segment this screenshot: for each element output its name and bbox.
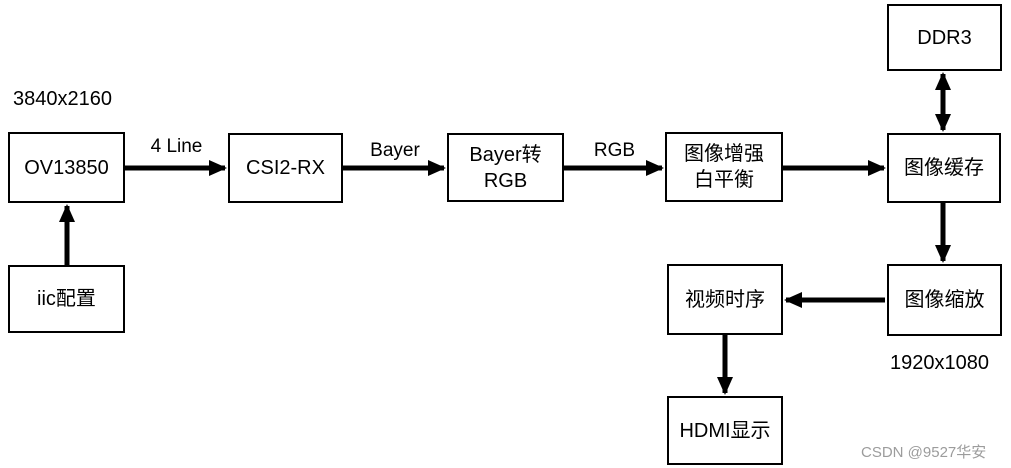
node-iic-config: iic配置 <box>8 265 125 333</box>
annotation-sensor-resolution: 3840x2160 <box>13 88 112 110</box>
node-iic-config-label: iic配置 <box>37 288 96 310</box>
node-hdmi-display-label: HDMI显示 <box>679 419 771 442</box>
node-enhance-white-balance: 图像增强 白平衡 <box>665 132 783 202</box>
node-frame-buffer: 图像缓存 <box>887 133 1001 203</box>
node-scaler: 图像缩放 <box>887 264 1002 336</box>
node-frame-buffer-label: 图像缓存 <box>904 157 984 179</box>
node-video-timing-label: 视频时序 <box>685 288 765 311</box>
node-scaler-label: 图像缩放 <box>904 289 985 311</box>
annotation-output-resolution: 1920x1080 <box>890 352 989 374</box>
node-bayer-to-rgb-label-line2: RGB <box>483 169 528 192</box>
node-csi2-rx: CSI2-RX <box>228 133 343 203</box>
node-csi2-rx-label: CSI2-RX <box>246 157 325 179</box>
node-enhance-label-line1: 图像增强 <box>684 143 764 165</box>
node-ov13850: OV13850 <box>8 132 125 203</box>
node-video-timing: 视频时序 <box>667 264 783 335</box>
node-ov13850-label: OV13850 <box>24 156 109 179</box>
node-enhance-label-line2: 白平衡 <box>694 169 754 191</box>
node-ddr3-label: DDR3 <box>917 26 972 49</box>
watermark-text: CSDN @9527华安 <box>861 444 987 461</box>
node-bayer-to-rgb: Bayer转 RGB <box>447 133 564 202</box>
node-ddr3: DDR3 <box>887 4 1002 71</box>
node-hdmi-display: HDMI显示 <box>667 396 783 465</box>
node-bayer-to-rgb-label-line1: Bayer转 <box>469 143 542 166</box>
edge-label-4-line: 4 Line <box>150 136 203 157</box>
edge-label-rgb: RGB <box>593 140 636 161</box>
edge-label-bayer: Bayer <box>370 140 420 161</box>
